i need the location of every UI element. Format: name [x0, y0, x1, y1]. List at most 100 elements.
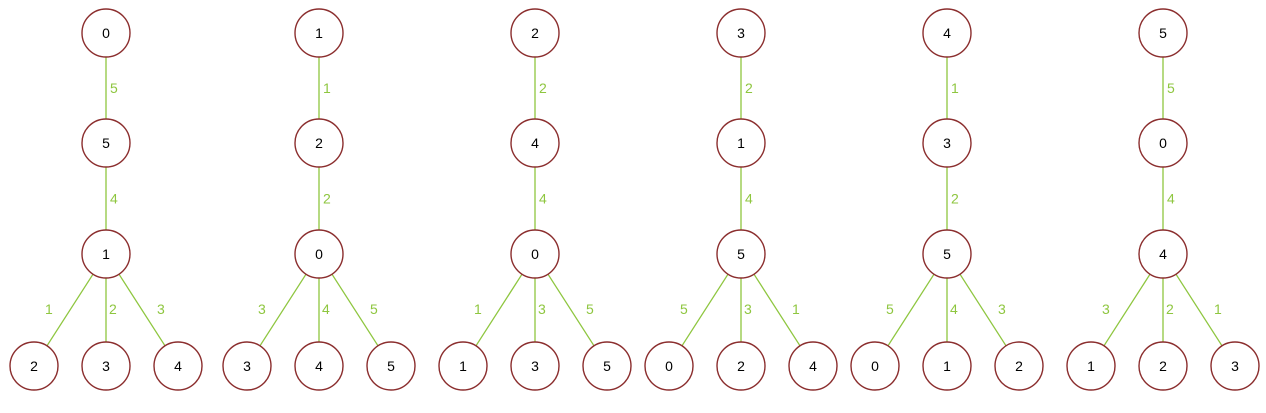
tree-1-node-hub: 1: [81, 229, 131, 279]
tree-2-node-hub: 0: [294, 229, 344, 279]
tree-3-node-leaf-1-label: 1: [459, 358, 467, 374]
tree-4-node-root: 3: [716, 8, 766, 58]
tree-3-node-mid-circle: [510, 118, 560, 168]
tree-5-node-mid: 3: [922, 118, 972, 168]
tree-1-node-root-circle: [81, 8, 131, 58]
tree-2-edge-leaf-3: [331, 273, 379, 347]
tree-6-node-hub-circle: [1138, 229, 1188, 279]
tree-5-node-leaf-2-circle: [922, 341, 972, 391]
tree-4-node-leaf-1: 0: [644, 341, 694, 391]
tree-4-node-leaf-1-label: 0: [665, 358, 673, 374]
tree-2-weight-mid-hub: 2: [323, 191, 331, 207]
tree-5-node-leaf-1: 0: [850, 341, 900, 391]
tree-3-node-root: 2: [510, 8, 560, 58]
tree-6-node-leaf-1: 1: [1066, 341, 1116, 391]
tree-1-node-leaf-2-circle: [81, 341, 131, 391]
tree-5-node-mid-circle: [922, 118, 972, 168]
tree-5-node-leaf-2: 1: [922, 341, 972, 391]
tree-2-node-leaf-2: 4: [294, 341, 344, 391]
tree-1-node-leaf-1-label: 2: [30, 358, 38, 374]
tree-4-node-mid-label: 1: [737, 135, 745, 151]
tree-4-weight-leaf-1: 5: [680, 301, 688, 317]
tree-3-node-leaf-3-label: 5: [603, 358, 611, 374]
tree-2-node-leaf-3-circle: [366, 341, 416, 391]
tree-2-node-leaf-1: 3: [222, 341, 272, 391]
tree-6-node-leaf-2-label: 2: [1159, 358, 1167, 374]
tree-6-node-leaf-1-label: 1: [1087, 358, 1095, 374]
tree-3-node-leaf-3: 5: [582, 341, 632, 391]
tree-2-node-leaf-2-circle: [294, 341, 344, 391]
tree-2-weight-leaf-1: 3: [258, 301, 266, 317]
tree-2-weight-leaf-3: 5: [370, 301, 378, 317]
tree-5-node-root: 4: [922, 8, 972, 58]
tree-4-node-leaf-2-label: 2: [737, 358, 745, 374]
tree-4-edge-leaf-1: [681, 273, 729, 347]
tree-5-weight-leaf-1: 5: [886, 301, 894, 317]
tree-6-weight-leaf-3: 1: [1214, 301, 1222, 317]
tree-5-node-hub-label: 5: [943, 246, 951, 262]
tree-6-node-leaf-2-circle: [1138, 341, 1188, 391]
tree-5-weight-root-mid: 1: [951, 80, 959, 96]
tree-6-node-hub-label: 4: [1159, 246, 1167, 262]
tree-4-node-leaf-2-circle: [716, 341, 766, 391]
tree-1-edge-leaf-3: [118, 273, 166, 347]
tree-3-edge-leaf-3: [547, 273, 595, 347]
tree-3-node-leaf-2-label: 3: [531, 358, 539, 374]
tree-5-node-leaf-2-label: 1: [943, 358, 951, 374]
tree-2-node-leaf-3: 5: [366, 341, 416, 391]
tree-1-node-leaf-2: 3: [81, 341, 131, 391]
tree-3-node-leaf-1-circle: [438, 341, 488, 391]
tree-5-node-leaf-3: 2: [994, 341, 1044, 391]
tree-4-edge-leaf-3: [753, 273, 801, 347]
tree-4-weight-mid-hub: 4: [745, 191, 753, 207]
tree-5-weight-leaf-3: 3: [998, 301, 1006, 317]
tree-3-weight-root-mid: 2: [539, 80, 547, 96]
tree-2-node-hub-circle: [294, 229, 344, 279]
tree-2-node-leaf-2-label: 4: [315, 358, 323, 374]
tree-4-node-hub: 5: [716, 229, 766, 279]
tree-1-node-mid: 5: [81, 118, 131, 168]
tree-5-weight-leaf-2: 4: [950, 301, 958, 317]
tree-4-node-hub-circle: [716, 229, 766, 279]
tree-3-node-hub-circle: [510, 229, 560, 279]
tree-3-node-hub: 0: [510, 229, 560, 279]
tree-6-weight-leaf-2: 2: [1166, 301, 1174, 317]
tree-1-node-leaf-3-circle: [153, 341, 203, 391]
tree-3-node-leaf-3-circle: [582, 341, 632, 391]
tree-4-node-hub-label: 5: [737, 246, 745, 262]
tree-5-node-leaf-3-circle: [994, 341, 1044, 391]
tree-3-node-leaf-2: 3: [510, 341, 560, 391]
tree-4-node-root-label: 3: [737, 25, 745, 41]
tree-3-node-hub-label: 0: [531, 246, 539, 262]
tree-3-node-root-circle: [510, 8, 560, 58]
tree-3-node-mid: 4: [510, 118, 560, 168]
tree-6-node-root: 5: [1138, 8, 1188, 58]
tree-6-node-mid-circle: [1138, 118, 1188, 168]
tree-5-node-root-label: 4: [943, 25, 951, 41]
tree-1-node-root: 0: [81, 8, 131, 58]
tree-3-weight-leaf-3: 5: [586, 301, 594, 317]
tree-1-node-leaf-2-label: 3: [102, 358, 110, 374]
tree-1-node-leaf-1-circle: [9, 341, 59, 391]
tree-1-weight-mid-hub: 4: [110, 191, 118, 207]
tree-2-node-mid-circle: [294, 118, 344, 168]
tree-2-node-root-circle: [294, 8, 344, 58]
tree-1-weight-leaf-3: 3: [157, 301, 165, 317]
tree-6-node-leaf-3: 3: [1210, 341, 1260, 391]
tree-2-node-root: 1: [294, 8, 344, 58]
tree-3-node-leaf-2-circle: [510, 341, 560, 391]
tree-5-edge-leaf-1: [887, 273, 935, 347]
tree-2-node-leaf-1-circle: [222, 341, 272, 391]
tree-6-edge-leaf-1: [1103, 273, 1151, 347]
tree-6-node-root-label: 5: [1159, 25, 1167, 41]
tree-1-node-mid-label: 5: [102, 135, 110, 151]
tree-5-edge-leaf-3: [959, 273, 1007, 347]
tree-1-edge-leaf-1: [46, 273, 94, 347]
tree-5-node-root-circle: [922, 8, 972, 58]
tree-6-node-leaf-3-circle: [1210, 341, 1260, 391]
tree-6-weight-leaf-1: 3: [1102, 301, 1110, 317]
tree-1-weight-leaf-1: 1: [45, 301, 53, 317]
tree-2-node-root-label: 1: [315, 25, 323, 41]
tree-2-edge-leaf-1: [259, 273, 307, 347]
